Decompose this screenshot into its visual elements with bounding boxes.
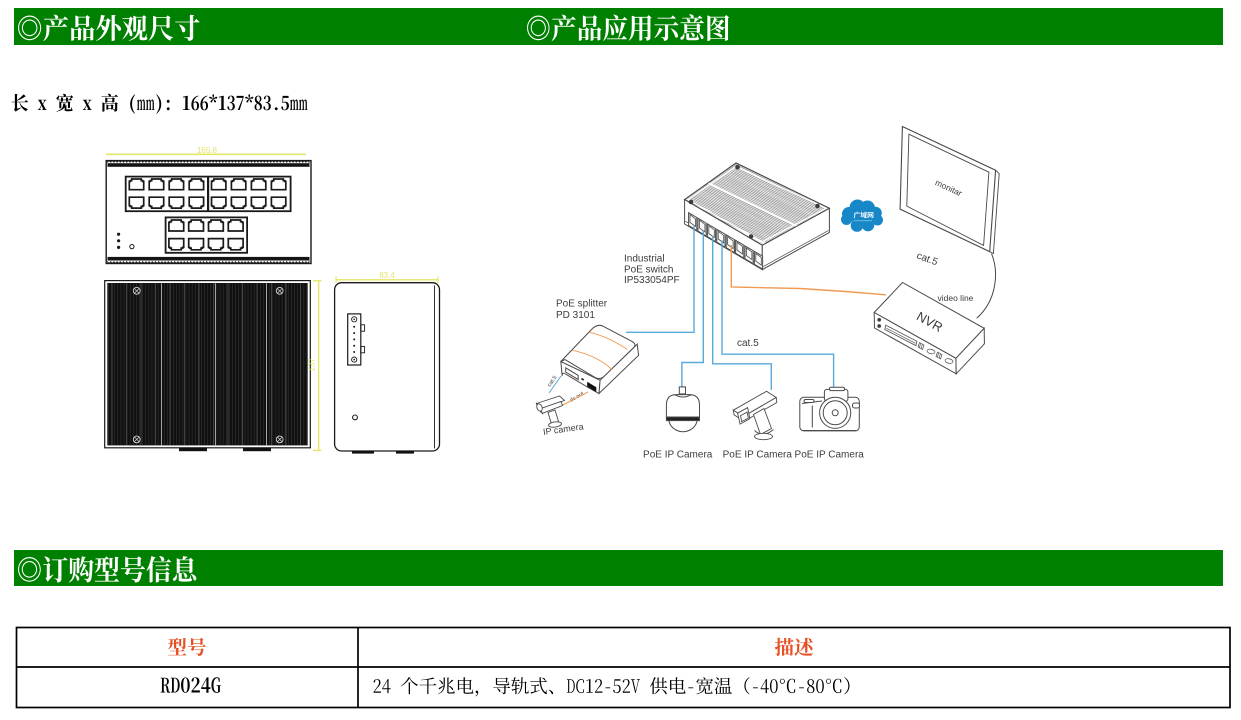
svg-text:cat.5: cat.5 [737,338,759,349]
svg-text:cat.5: cat.5 [915,250,940,268]
svg-text:165.8: 165.8 [197,146,218,155]
svg-text:PoE IP Camera: PoE IP Camera [795,449,865,460]
svg-text:83.4: 83.4 [379,271,395,280]
svg-text:video line: video line [938,293,974,303]
svg-text:PD 3101: PD 3101 [556,310,595,321]
svg-text:PoE IP Camera: PoE IP Camera [723,449,793,460]
svg-text:Industrial: Industrial [624,253,665,264]
svg-text:137: 137 [308,358,317,372]
svg-text:IP533054PF: IP533054PF [624,275,680,286]
svg-text:PoE switch: PoE switch [624,264,673,275]
svg-text:PoE splitter: PoE splitter [556,299,608,310]
svg-text:PoE IP Camera: PoE IP Camera [643,449,713,460]
svg-text:cat.5: cat.5 [547,375,559,388]
